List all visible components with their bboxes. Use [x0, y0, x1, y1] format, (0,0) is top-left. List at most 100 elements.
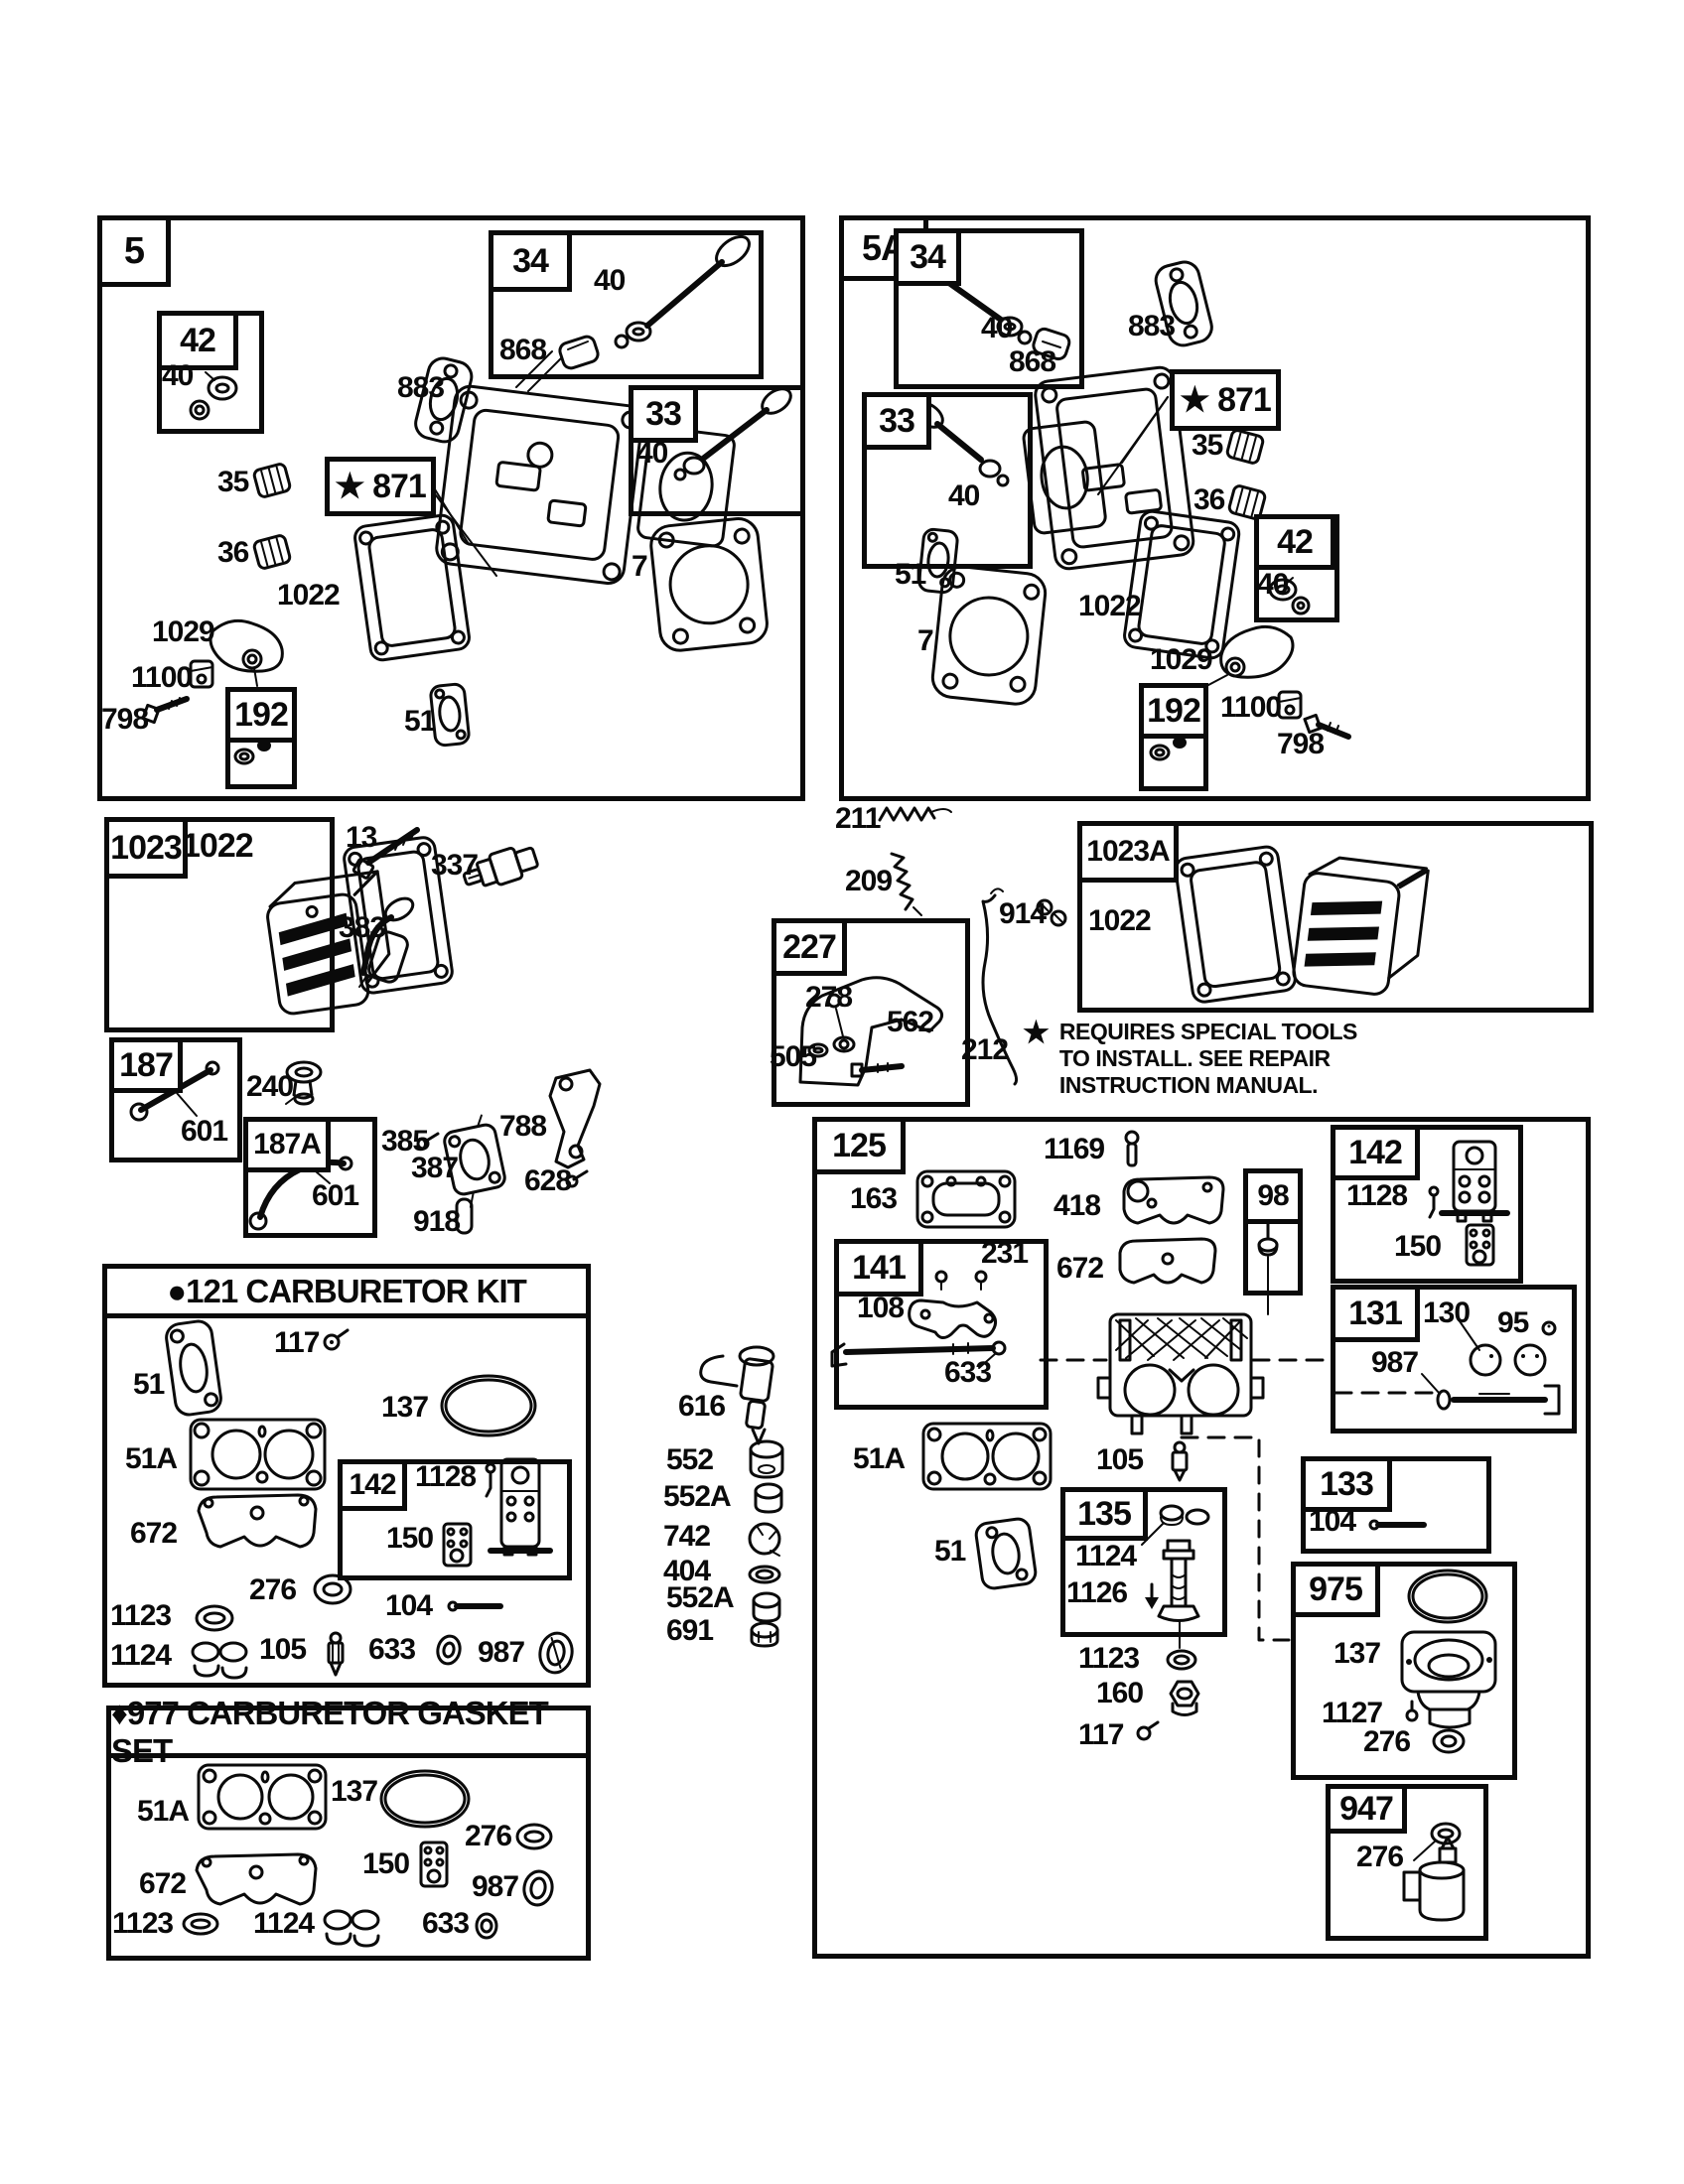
box-label-b125: 125	[812, 1117, 906, 1174]
spark-plug-drawing-337	[462, 846, 539, 887]
part-label-276-90: 276	[1363, 1725, 1411, 1758]
box-label-b1023a: 1023A	[1077, 821, 1179, 883]
o-ring-drawing-1123-kit	[195, 1604, 234, 1632]
part-label-883-2: 883	[397, 371, 445, 404]
part-label-868-1: 868	[499, 334, 547, 366]
box-label-b187: 187	[109, 1037, 183, 1093]
part-label-104-87: 104	[1309, 1505, 1356, 1538]
seal-drawing-633-kit	[436, 1634, 462, 1666]
part-label-212-33: 212	[961, 1033, 1009, 1066]
rocker-nut-drawing-5	[233, 740, 271, 765]
part-label-7-21: 7	[917, 624, 934, 657]
float-needle-drawing-1128-142r	[1428, 1185, 1440, 1219]
o-ring-drawing-137-977	[379, 1769, 471, 1829]
breather-gasket-drawing-51-5	[429, 682, 471, 748]
box-label-b133: 133	[1301, 1456, 1392, 1512]
part-label-798-25: 798	[1277, 728, 1325, 760]
box-label-b227: 227	[772, 918, 847, 976]
o-ring-drawing-1123-125	[1166, 1649, 1197, 1671]
box-label-b187a: 187A	[243, 1117, 331, 1172]
seal-drawing-987-977	[522, 1869, 554, 1907]
part-label-1029-23: 1029	[1150, 643, 1213, 676]
valve-keeper-35-drawing-5	[252, 463, 292, 498]
part-label-691-66: 691	[666, 1614, 714, 1647]
part-label-150-52: 150	[386, 1522, 434, 1555]
part-label-883-15: 883	[1128, 310, 1176, 342]
part-label-160-80: 160	[1096, 1677, 1144, 1709]
rocker-arm-drawing-5	[209, 618, 284, 687]
part-label-633-73: 633	[944, 1356, 992, 1389]
part-label-137-93: 137	[331, 1775, 378, 1808]
head-bolt-drawing-798-5a	[1303, 713, 1351, 740]
box-label-b5-33: 33	[629, 385, 698, 443]
part-label-40-16: 40	[948, 479, 980, 512]
dashed-alignment-lines	[1039, 1358, 1438, 1642]
part-label-418-69: 418	[1053, 1189, 1101, 1222]
seat-drawing-691	[750, 1621, 779, 1648]
pin-drawing-104-133	[1368, 1519, 1427, 1531]
cylinder-head-drawing-5a	[1022, 365, 1195, 571]
seal-drawing-633-977	[475, 1912, 498, 1940]
intake-valve-drawing-5	[558, 234, 751, 370]
plate-drawing-150-kit	[442, 1522, 473, 1568]
washer-drawing-276-975	[1432, 1728, 1466, 1754]
oil-fill-tube-drawing-383	[358, 896, 415, 988]
fuel-solenoid-drawing-947	[1402, 1836, 1466, 1922]
o-ring-drawing-404	[748, 1565, 781, 1584]
part-label-742-63: 742	[663, 1520, 711, 1553]
note-line-3: INSTRUCTION MANUAL.	[1058, 1072, 1319, 1099]
note-line-1: REQUIRES SPECIAL TOOLS	[1058, 1019, 1357, 1044]
box-label-b975: 975	[1291, 1562, 1380, 1617]
bracket-drawing-788	[548, 1068, 602, 1169]
valve-keeper-35-drawing-5a	[1225, 429, 1265, 465]
part-label-231-71: 231	[981, 1237, 1029, 1270]
part-label-276-94: 276	[465, 1820, 512, 1852]
box-label-b5-42: 42	[157, 311, 238, 370]
part-label-51A-92: 51A	[137, 1795, 190, 1828]
o-ring-drawing-137-kit	[440, 1374, 537, 1437]
part-label-404-64: 404	[663, 1555, 711, 1587]
plate-drawing-150-977	[419, 1841, 449, 1888]
part-label-117-81: 117	[1078, 1718, 1124, 1751]
part-label-1123-79: 1123	[1078, 1642, 1140, 1675]
part-label-1128-51: 1128	[415, 1460, 477, 1493]
part-label-1022-22: 1022	[1078, 590, 1142, 622]
part-label-1029-9: 1029	[152, 615, 215, 648]
box-label-b5-871: ★ 871	[325, 457, 436, 516]
diaphragm-drawing-672-977	[195, 1852, 318, 1906]
float-needle-drawing-1128-kit	[485, 1462, 496, 1498]
washer-drawing-276-947	[1413, 1822, 1462, 1861]
box-label-b5-34: 34	[489, 230, 572, 292]
breather-valve-drawing-240	[285, 1060, 323, 1106]
part-label-40-4: 40	[636, 437, 668, 470]
valve-seal-drawing-5-42	[189, 371, 238, 421]
valve-spring-drawing-209	[890, 852, 922, 916]
gasket-drawing-51-125	[974, 1517, 1038, 1590]
screw-drawing-1127	[1405, 1700, 1419, 1722]
box-label-b5a-34: 34	[894, 228, 961, 286]
part-label-633-100: 633	[422, 1907, 470, 1940]
box-label-b947: 947	[1326, 1784, 1407, 1834]
part-label-914-32: 914	[999, 897, 1047, 930]
part-label-276-53: 276	[249, 1573, 297, 1606]
part-label-137-48: 137	[381, 1391, 429, 1424]
part-label-987-59: 987	[478, 1636, 525, 1669]
leader-871-b-5a	[1097, 396, 1169, 495]
part-label-7-8: 7	[632, 550, 648, 583]
part-label-601-40: 601	[312, 1179, 359, 1212]
metering-body-drawing-142-kit	[488, 1457, 553, 1557]
valve-keeper-36-drawing-5	[252, 534, 292, 570]
screw-drawing-1169	[1124, 1130, 1140, 1167]
part-label-240-39: 240	[246, 1070, 294, 1103]
part-label-163-67: 163	[850, 1182, 898, 1215]
diaphragm-drawing-672-125	[1118, 1237, 1217, 1285]
seals-drawing-1124-kit	[191, 1641, 248, 1680]
part-label-51-76: 51	[934, 1535, 966, 1568]
part-label-918-43: 918	[413, 1205, 461, 1238]
seals-drawing-1124-977	[323, 1909, 380, 1948]
box-label-b131: 131	[1331, 1285, 1420, 1342]
gasket-drawing-51-kit	[165, 1319, 222, 1417]
plate-drawing-150-142r	[1465, 1223, 1495, 1267]
part-label-552A-65: 552A	[666, 1581, 735, 1614]
